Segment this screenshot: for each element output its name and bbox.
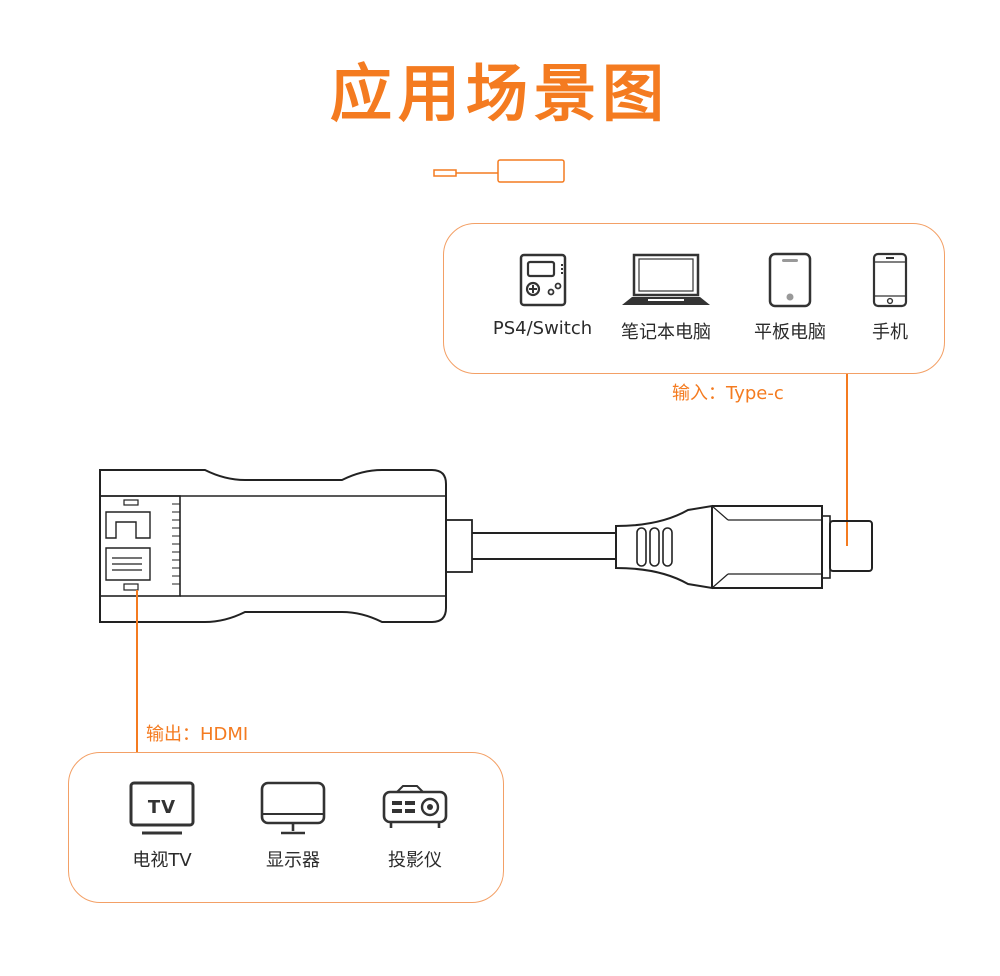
device-projector: 投影仪 <box>365 780 465 872</box>
device-label: PS4/Switch <box>492 318 593 339</box>
device-tablet: 平板电脑 <box>740 252 840 344</box>
input-label: 输入：Type-c <box>672 383 784 404</box>
device-monitor: 显示器 <box>243 780 343 872</box>
device-label: 平板电脑 <box>754 322 826 343</box>
tv-icon: TV <box>129 781 195 835</box>
device-label: 电视TV <box>132 850 192 871</box>
device-phone: 手机 <box>860 252 920 344</box>
monitor-icon <box>260 781 326 835</box>
output-connector-line <box>136 590 138 752</box>
mini-adapter-icon <box>433 159 565 183</box>
input-devices-box <box>443 223 945 374</box>
device-tv: TV 电视TV <box>112 780 212 872</box>
phone-icon <box>872 252 908 308</box>
game-console-icon <box>519 253 566 307</box>
projector-icon <box>382 785 448 828</box>
output-label: 输出：HDMI <box>146 724 249 745</box>
page-title: 应用场景图 <box>329 57 670 130</box>
input-connector-line <box>846 374 848 546</box>
tablet-icon <box>768 252 812 308</box>
device-label: 显示器 <box>266 850 320 871</box>
device-label: 笔记本电脑 <box>621 322 711 343</box>
laptop-icon <box>622 253 710 305</box>
tv-icon-text: TV <box>148 797 176 818</box>
device-label: 投影仪 <box>388 850 442 871</box>
device-label: 手机 <box>872 322 908 343</box>
output-devices-box <box>68 752 504 903</box>
device-ps4-switch: PS4/Switch <box>480 252 605 339</box>
device-laptop: 笔记本电脑 <box>606 252 726 344</box>
